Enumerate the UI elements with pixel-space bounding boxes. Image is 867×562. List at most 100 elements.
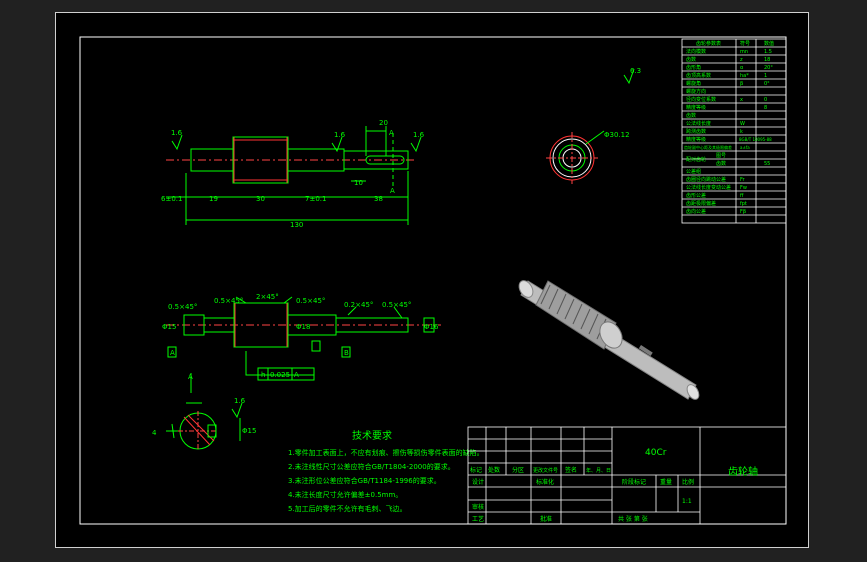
table-cell: mn: [740, 49, 748, 55]
table-cell: 公差组: [686, 168, 701, 175]
title-cell: 分区: [512, 466, 524, 474]
table-cell: 配对齿轮: [686, 156, 706, 163]
table-cell: z: [740, 57, 743, 63]
scale-value: 1:1: [682, 498, 692, 505]
table-cell: 图号: [716, 153, 726, 159]
drawing-frame: [79, 36, 787, 525]
table-header-cell: 符号: [740, 40, 750, 47]
table-cell: α: [740, 65, 744, 71]
dimension-label: 20: [379, 119, 388, 127]
table-cell: 齿向公差: [686, 208, 706, 215]
table-cell: a±fa: [740, 145, 750, 150]
tolerance-symbol: h: [261, 371, 265, 379]
gear-parameter-table-text: 齿轮参数表 符号 数值 法向模数 mn 1.5 齿数 z 18 齿形角 α 20…: [684, 40, 774, 215]
diameter-label: Φ15: [242, 427, 256, 435]
dimension-label: 4: [152, 429, 157, 437]
table-cell: 0: [764, 97, 767, 103]
diameter-label: Φ15: [162, 323, 176, 331]
chamfer-label: 0.5×45°: [382, 301, 411, 309]
table-cell: 精度等级: [686, 136, 706, 143]
title-block-text: 40Cr 齿轮轴 标记 处数 分区 更改文件号 签名 年、月、日 设计 标准化 …: [470, 448, 758, 523]
title-cell: 批准: [540, 515, 552, 523]
table-cell: fpt: [740, 201, 747, 207]
table-cell: ff: [740, 193, 744, 199]
dimension-label: 10: [354, 179, 363, 187]
table-cell: 精度等级: [686, 104, 706, 111]
table-header-cell: 数值: [764, 40, 774, 47]
tech-req-item: 2.未注线性尺寸公差应符合GB/T1804-2000的要求。: [288, 462, 455, 471]
tech-req-item: 1.零件加工表面上，不应有划痕、擦伤等损伤零件表面的缺陷。: [288, 448, 484, 457]
table-cell: W: [740, 121, 745, 127]
shaft-main-view: [166, 126, 422, 225]
roughness-label: 1.6: [234, 397, 246, 405]
material-label: 40Cr: [645, 448, 667, 458]
table-cell: x: [740, 97, 743, 103]
table-cell: 螺旋角: [686, 80, 701, 87]
table-cell: 20°: [764, 65, 773, 71]
title-cell: 重量: [660, 478, 672, 486]
table-cell: 8: [764, 105, 767, 111]
drawing-sheet: 1.6 1.6 1.6 6±0.1 19 30 7±0.1 38 10 20 A…: [55, 12, 809, 548]
table-cell: ha*: [740, 73, 749, 79]
roughness-label: 1.6: [413, 131, 425, 139]
table-cell: 齿数: [716, 160, 726, 167]
gear-parameter-table: [681, 38, 787, 224]
drawing-name: 齿轮轴: [728, 465, 758, 478]
tech-req-item: 3.未注形位公差应符合GB/T1184-1996的要求。: [288, 476, 441, 485]
shaft-detail-text: 0.5×45° 0.5×45° 2×45° 0.5×45° 0.2×45° 0.…: [162, 293, 439, 379]
section-label: A: [188, 373, 193, 381]
keyway-section: [166, 373, 243, 451]
chamfer-label: 0.2×45°: [344, 301, 373, 309]
table-cell: 公法线长度变动公差: [686, 184, 731, 191]
shaft-detail-view: [166, 296, 441, 381]
table-cell: 齿数: [686, 112, 696, 119]
title-cell: 工艺: [472, 515, 484, 523]
title-cell: 比例: [682, 478, 694, 486]
table-cell: 齿轮副中心距及其极限偏差: [684, 144, 732, 150]
table-header-cell: 齿轮参数表: [696, 40, 721, 47]
title-block: [467, 426, 787, 525]
table-cell: 8GB/T 10095-88: [739, 137, 772, 142]
table-cell: 1.5: [764, 49, 772, 55]
technical-requirements: 技术要求 1.零件加工表面上，不应有划痕、擦伤等损伤零件表面的缺陷。 2.未注线…: [288, 429, 484, 513]
sheet-count: 共 张 第 张: [618, 515, 648, 523]
table-cell: 55: [764, 161, 770, 167]
title-cell: 签名: [565, 466, 577, 474]
title-cell: 审核: [472, 503, 484, 511]
dimension-label: 7±0.1: [305, 195, 326, 203]
title-cell: 标准化: [536, 478, 554, 486]
title-cell: 年、月、日: [586, 467, 611, 474]
drawing-canvas[interactable]: 1.6 1.6 1.6 6±0.1 19 30 7±0.1 38 10 20 A…: [56, 13, 810, 549]
table-cell: Fr: [740, 177, 746, 183]
roughness-general-label: 6.3: [630, 67, 641, 75]
shaft-main-view-text: 1.6 1.6 1.6 6±0.1 19 30 7±0.1 38 10 20 A…: [161, 119, 425, 229]
datum-label: B: [344, 349, 349, 357]
chamfer-label: 0.5×45°: [296, 297, 325, 305]
title-cell: 设计: [472, 478, 484, 486]
gear-section-view: [546, 68, 635, 184]
table-cell: k: [740, 129, 743, 135]
gear-shaft-3d-model: [518, 280, 700, 400]
keyway-slot: [365, 155, 405, 165]
roughness-label: 1.6: [171, 129, 183, 137]
table-cell: 齿形公差: [686, 192, 706, 199]
datum-label: A: [389, 129, 394, 137]
diameter-label: Φ18: [296, 323, 310, 331]
table-cell: 公法线长度: [686, 120, 711, 127]
title-cell: 更改文件号: [533, 467, 558, 474]
dimension-label: 38: [374, 195, 383, 203]
dimension-label: 130: [290, 221, 303, 229]
table-cell: 径向变位系数: [686, 96, 716, 103]
tolerance-datum: A: [294, 371, 299, 379]
table-cell: 0°: [764, 81, 770, 87]
table-cell: Fβ: [740, 209, 746, 215]
title-cell: 阶段标记: [622, 478, 646, 486]
dimension-label: 6±0.1: [161, 195, 182, 203]
gear-diameter-label: Φ30.12: [604, 131, 630, 139]
title-cell: 标记: [470, 466, 482, 474]
table-cell: 法向模数: [686, 48, 706, 55]
tolerance-value: 0.025: [270, 371, 290, 379]
table-cell: 跨测齿数: [686, 128, 706, 135]
shaft-right-segment: [343, 150, 409, 170]
